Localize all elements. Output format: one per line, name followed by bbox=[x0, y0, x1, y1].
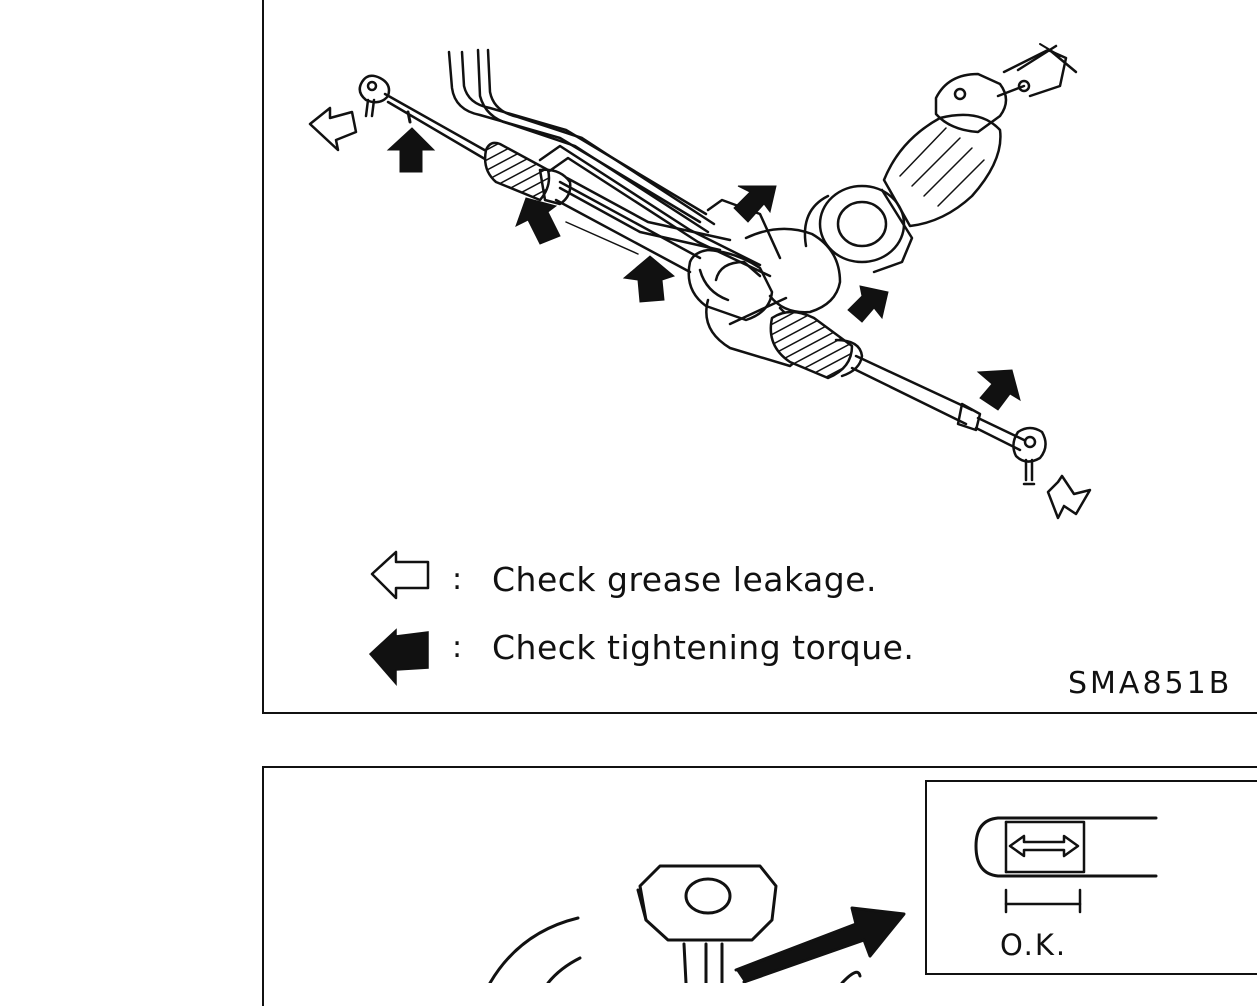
solid-arrow-icon bbox=[847, 285, 889, 323]
figure-code: SMA851B bbox=[1068, 666, 1233, 701]
outline-arrow-icon bbox=[1046, 474, 1092, 520]
ok-label: O.K. bbox=[1000, 928, 1068, 962]
right-tie-rod-end bbox=[1012, 426, 1047, 463]
reservoir-outline bbox=[488, 916, 580, 983]
left-tie-rod bbox=[383, 92, 490, 154]
rack-tube bbox=[558, 180, 702, 260]
reservoir-cap bbox=[638, 864, 778, 942]
gear-housing bbox=[687, 248, 774, 322]
outline-arrow-icon bbox=[308, 106, 358, 152]
grease-arrows bbox=[308, 106, 1092, 520]
legend-tightening-torque: Check tightening torque. bbox=[492, 628, 915, 667]
level-range-icon bbox=[1008, 834, 1080, 858]
outline-arrow-icon bbox=[370, 550, 430, 600]
hydraulic-tube-1 bbox=[447, 50, 702, 224]
pointer-arrow bbox=[734, 906, 906, 983]
dipstick bbox=[974, 816, 1158, 878]
solid-arrow-icon bbox=[386, 127, 436, 173]
solid-arrow-icon bbox=[622, 255, 676, 303]
left-boot bbox=[483, 141, 551, 202]
left-tie-rod-end bbox=[358, 74, 391, 104]
top-figure-frame bbox=[262, 0, 1257, 714]
legend-separator: : bbox=[452, 630, 463, 665]
pinion-valve-body bbox=[818, 184, 906, 264]
dipstick-inset-frame bbox=[925, 780, 1257, 975]
steering-gear-assembly bbox=[358, 43, 1078, 486]
legend-icons bbox=[368, 550, 430, 687]
legend-separator: : bbox=[452, 562, 463, 597]
u-joint-yoke bbox=[934, 72, 1008, 134]
reservoir-diagram bbox=[488, 864, 906, 983]
right-tie-rod bbox=[854, 354, 974, 412]
bottom-figure-frame bbox=[262, 766, 1257, 1006]
torque-arrows bbox=[386, 127, 1021, 411]
dipstick-inset bbox=[974, 816, 1158, 914]
solid-arrow-icon bbox=[976, 369, 1021, 411]
legend-grease-leakage: Check grease leakage. bbox=[492, 560, 877, 599]
right-boot bbox=[769, 310, 854, 380]
steering-diagram bbox=[308, 43, 1158, 983]
solid-arrow-icon bbox=[515, 197, 561, 245]
column-coupling bbox=[882, 113, 1002, 228]
solid-arrow-icon bbox=[368, 628, 429, 687]
steering-shaft bbox=[1002, 48, 1068, 98]
solid-arrow-icon bbox=[733, 185, 777, 223]
